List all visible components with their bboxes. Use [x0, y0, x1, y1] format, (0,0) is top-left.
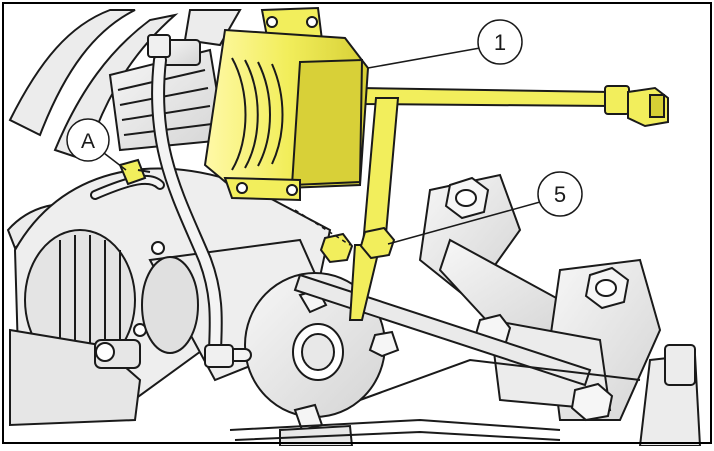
yellow-mount-tubes	[348, 86, 611, 321]
yellow-connector	[604, 85, 669, 128]
callout-1: 1	[477, 19, 523, 65]
figure-border	[2, 2, 712, 444]
right-nuts	[368, 176, 630, 422]
leader-1	[367, 47, 481, 69]
cable-end-fittings	[147, 34, 234, 368]
callout-1-label: 1	[494, 30, 506, 55]
harness-connector	[118, 158, 151, 186]
control-module-box	[203, 6, 370, 202]
alignment-dashed-line	[294, 209, 351, 246]
callout-5-label: 5	[554, 182, 566, 207]
right-edge-component	[638, 344, 702, 447]
callout-A-label: A	[81, 130, 95, 153]
lower-bracket	[9, 328, 142, 427]
tie-rod	[293, 273, 592, 387]
leader-5	[387, 201, 541, 245]
lower-pipes	[229, 358, 641, 441]
starter-motor	[141, 238, 386, 447]
callout-5: 5	[537, 171, 583, 217]
callout-A: A	[66, 118, 110, 162]
